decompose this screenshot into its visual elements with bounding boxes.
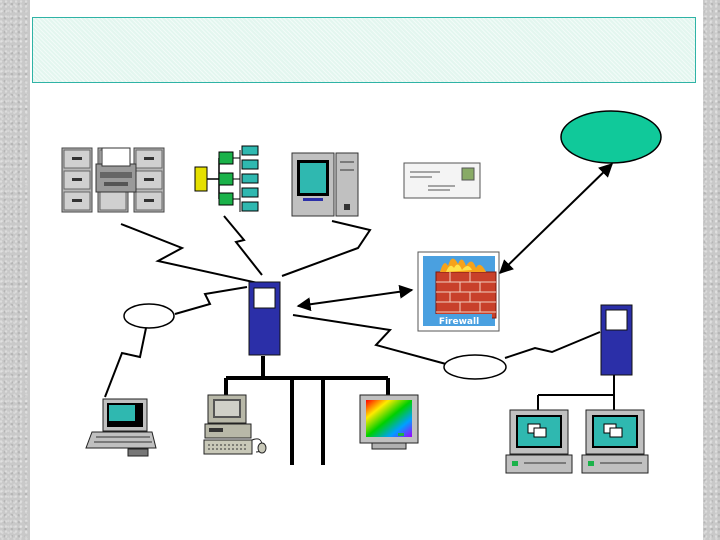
org-chart-icon xyxy=(194,145,259,212)
email-envelope-icon xyxy=(403,162,481,199)
desktop-computer-icon xyxy=(291,152,359,217)
firewall-label: Firewall xyxy=(439,317,479,327)
link-files-to-server xyxy=(120,223,259,284)
internet-cloud-ellipse xyxy=(560,110,662,164)
link-org-to-server xyxy=(223,215,263,276)
file-cabinet-icon xyxy=(61,147,165,213)
laptop-icon[interactable] xyxy=(85,398,157,457)
color-monitor-icon[interactable] xyxy=(359,394,419,450)
left-network-ellipse xyxy=(123,303,175,329)
arrows xyxy=(296,163,614,312)
vintage-pc-icon[interactable] xyxy=(203,394,267,455)
arrow-ellipse-firewall xyxy=(498,163,614,274)
arrow-server-firewall xyxy=(296,284,414,312)
lan-bus xyxy=(224,356,390,465)
link-server-to-ellipse xyxy=(292,314,447,365)
lan-bus-right xyxy=(537,375,615,410)
link-ellipse-to-server xyxy=(174,286,248,315)
link-computer-to-server xyxy=(281,220,372,277)
network-links xyxy=(104,215,601,398)
right-network-ellipse xyxy=(443,354,507,380)
firewall-icon[interactable]: Firewall xyxy=(417,251,500,332)
link-ellipse-to-right-server xyxy=(504,331,601,359)
workstation-icon-1[interactable] xyxy=(505,409,573,474)
main-server-tower-icon[interactable] xyxy=(248,281,281,356)
right-server-tower-icon[interactable] xyxy=(600,304,633,376)
link-ellipse-to-laptop xyxy=(104,327,147,398)
workstation-icon-2[interactable] xyxy=(581,409,649,474)
title-banner xyxy=(32,17,696,83)
